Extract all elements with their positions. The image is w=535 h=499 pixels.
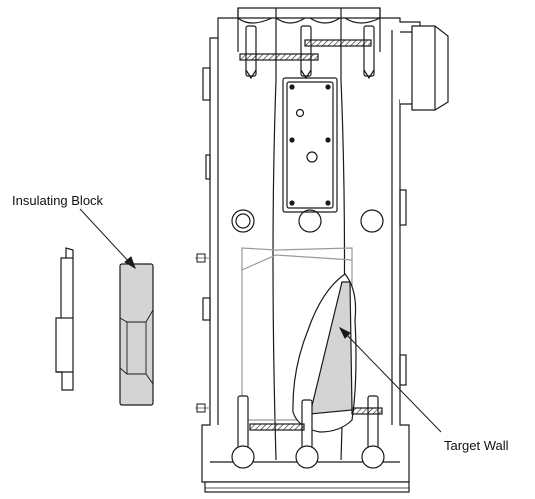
target-wall (292, 273, 357, 433)
bottom-clamps (231, 395, 385, 469)
insulating-block-arrowhead (124, 256, 136, 270)
insulating-block (119, 263, 154, 406)
target-wall-leader (343, 331, 442, 433)
insulating-block-label: Insulating Block (12, 193, 104, 208)
insulating-block-leader (79, 208, 132, 265)
port (298, 209, 322, 233)
mounting-plate (55, 247, 74, 391)
hatched-bar (239, 53, 319, 61)
port (231, 209, 255, 233)
leaders (79, 208, 442, 433)
hatched-bar (351, 407, 383, 415)
inspection-plate (282, 77, 338, 213)
furnace-body (201, 7, 449, 493)
hatched-bar (304, 39, 372, 47)
port (360, 209, 384, 233)
target-wall-label: Target Wall (444, 438, 509, 453)
ports (231, 209, 384, 233)
side-nozzle (400, 25, 449, 111)
target-wall-arrowhead (338, 326, 351, 339)
top-clamps (239, 25, 375, 80)
base-plate (204, 481, 410, 493)
hatched-bar (249, 423, 305, 431)
insulating-block-assembly (55, 247, 154, 406)
